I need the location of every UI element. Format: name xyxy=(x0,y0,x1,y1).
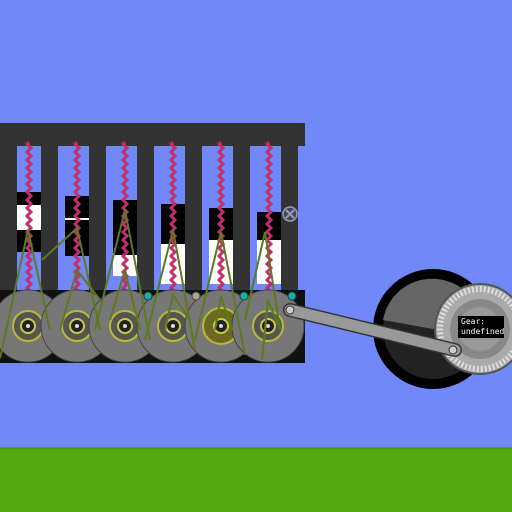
pulley xyxy=(287,291,297,301)
frame-post xyxy=(89,146,106,290)
rope xyxy=(194,231,246,356)
machine-frame xyxy=(0,123,305,363)
rope xyxy=(94,209,151,341)
rope xyxy=(164,292,191,331)
spring xyxy=(24,140,34,302)
frame-post xyxy=(41,146,58,290)
spring xyxy=(264,140,274,298)
pulley xyxy=(191,291,201,301)
rope xyxy=(41,226,101,331)
wheel-group xyxy=(0,289,305,363)
frame-post xyxy=(185,146,202,290)
rope xyxy=(144,229,196,351)
wheel-center xyxy=(26,324,30,328)
rope xyxy=(244,231,281,331)
frame-post xyxy=(0,146,17,290)
ground xyxy=(0,448,512,512)
wheel-center xyxy=(266,324,270,328)
spring xyxy=(216,140,226,302)
rope xyxy=(109,266,141,331)
frame-post xyxy=(233,146,250,290)
gear-indicator: Gear: undefined xyxy=(458,316,504,338)
frame-posts xyxy=(0,146,298,290)
rope xyxy=(261,299,279,361)
pulley xyxy=(239,291,249,301)
rope xyxy=(59,267,101,331)
connecting-rod xyxy=(283,303,462,357)
wheel-center xyxy=(123,324,127,328)
spring xyxy=(168,140,178,298)
frame-post xyxy=(137,146,154,290)
wheel-center xyxy=(75,324,79,328)
frame-top-bar xyxy=(0,123,305,146)
rope-group xyxy=(0,209,281,361)
frame-close-icon[interactable] xyxy=(282,206,298,222)
pulley-row xyxy=(143,291,297,301)
wheel-center xyxy=(219,324,223,328)
rope xyxy=(214,295,233,331)
wheel-center xyxy=(171,324,175,328)
gear-value: undefined xyxy=(461,327,505,336)
pulley xyxy=(143,291,153,301)
rope xyxy=(0,229,51,359)
gear-label: Gear: xyxy=(461,317,486,326)
